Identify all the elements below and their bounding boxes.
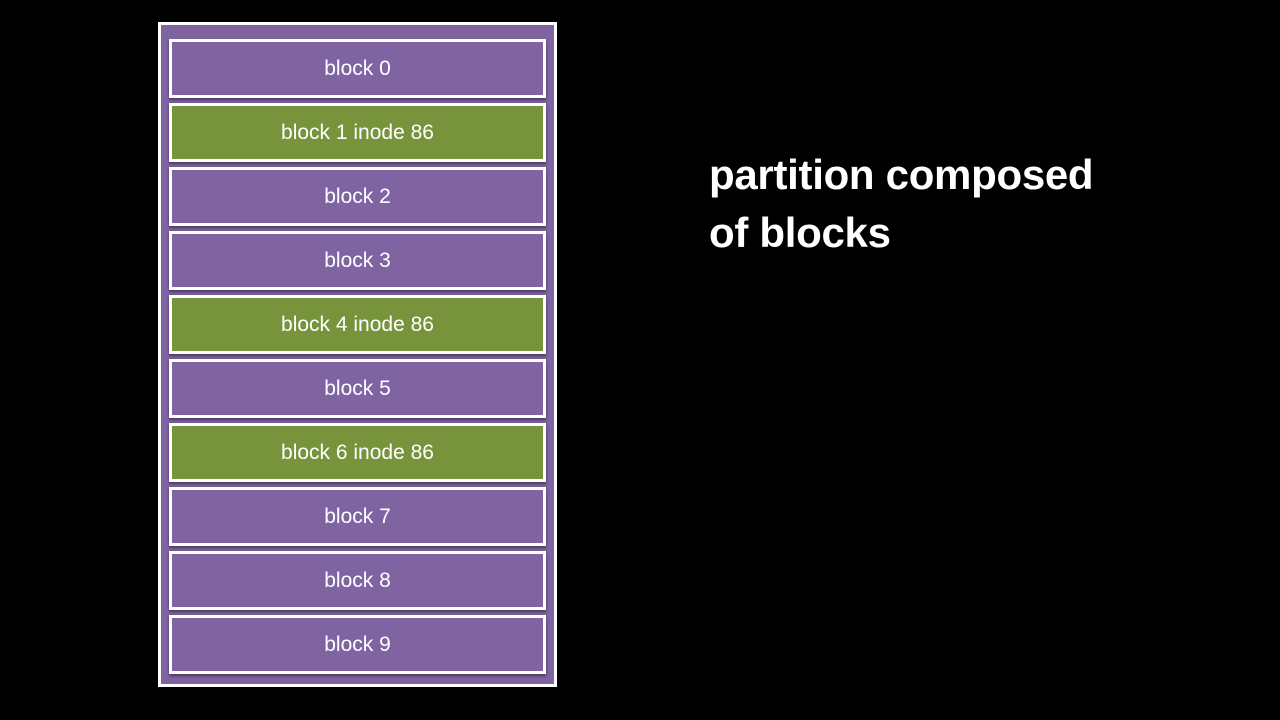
block-7: block 7 <box>169 487 546 546</box>
block-2: block 2 <box>169 167 546 226</box>
block-4-inode: block 4 inode 86 <box>169 295 546 354</box>
block-6-inode: block 6 inode 86 <box>169 423 546 482</box>
block-list: block 0 block 1 inode 86 block 2 block 3… <box>169 39 546 679</box>
caption-line-2: of blocks <box>709 209 891 256</box>
block-3: block 3 <box>169 231 546 290</box>
block-0: block 0 <box>169 39 546 98</box>
block-1-inode: block 1 inode 86 <box>169 103 546 162</box>
block-5: block 5 <box>169 359 546 418</box>
block-9: block 9 <box>169 615 546 674</box>
caption-line-1: partition composed <box>709 151 1094 198</box>
caption: partition composed of blocks <box>709 146 1169 262</box>
block-8: block 8 <box>169 551 546 610</box>
partition-container: block 0 block 1 inode 86 block 2 block 3… <box>158 22 557 687</box>
